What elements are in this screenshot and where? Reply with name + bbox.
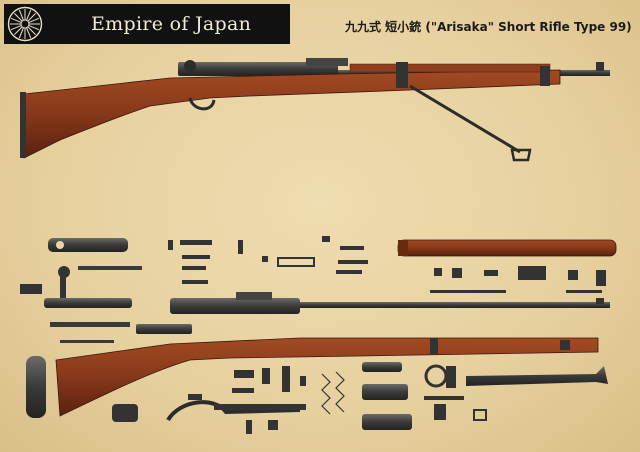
- title-banner: Empire of Japan: [4, 4, 290, 44]
- chrysanthemum-seal-icon: [7, 6, 43, 42]
- banner-title: Empire of Japan: [91, 13, 252, 35]
- rifle-title: 九九式 短小銃 ("Arisaka" Short Rifle Type 99): [345, 20, 632, 34]
- complete-rifle: [20, 58, 610, 162]
- exploded-parts: [20, 236, 617, 434]
